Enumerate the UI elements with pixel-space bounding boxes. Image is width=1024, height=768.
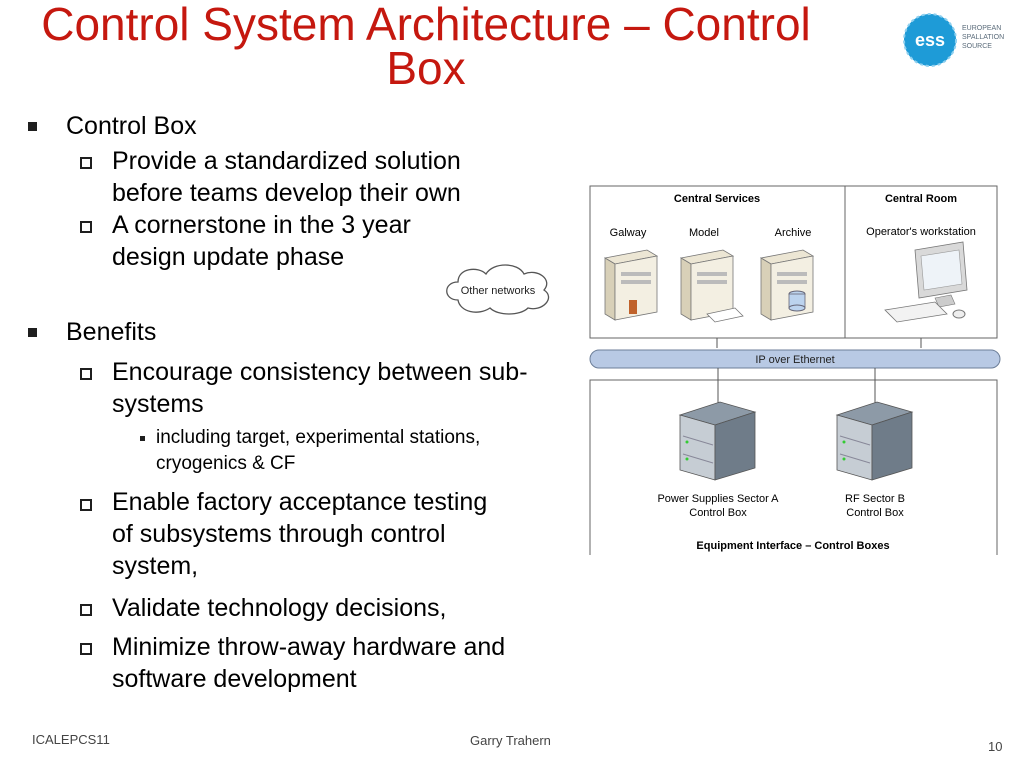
sub-bullet-cornerstone: A cornerstone in the 3 year design updat… <box>112 211 411 271</box>
subsub-bullet-including: including target, experimental stations,… <box>156 427 481 474</box>
server-label-model: Model <box>689 227 719 239</box>
bus-label: IP over Ethernet <box>755 354 834 366</box>
page-number: 10 <box>988 739 1003 754</box>
bullet-square <box>28 122 37 131</box>
sub-bullet-square <box>80 499 92 511</box>
ess-logo: ess <box>903 13 957 67</box>
bullet-control-box: Control Box <box>66 112 197 140</box>
sub-bullet-square <box>80 157 92 169</box>
power-supplies-control-box-icon <box>678 401 757 481</box>
server-label-archive: Archive <box>775 227 812 239</box>
cloud-label: Other networks <box>461 285 536 297</box>
sub-bullet-square <box>80 368 92 380</box>
cloud-other-networks: Other networks <box>446 264 550 315</box>
slide-title: Control System Architecture – Control Bo… <box>41 0 811 94</box>
sub-bullet-square <box>80 221 92 233</box>
central-room-label: Central Room <box>885 193 957 205</box>
logo-text: EUROPEAN SPALLATION SOURCE <box>962 25 1005 50</box>
sub-bullet-minimize: Minimize throw-away hardware and softwar… <box>112 633 506 693</box>
sub-bullet-square <box>80 604 92 616</box>
server-model-icon <box>679 249 744 323</box>
footer-author: Garry Trahern <box>470 733 551 748</box>
sub-bullet-consistency: Encourage consistency between sub-system… <box>112 358 528 418</box>
sub-bullet-square <box>80 643 92 655</box>
sub-bullet-standardized: Provide a standardized solution before t… <box>112 147 461 207</box>
subsub-bullet-square <box>140 436 145 441</box>
sub-bullet-factory-acceptance: Enable factory acceptance testing of sub… <box>112 488 488 580</box>
workstation-label: Operator's workstation <box>866 226 976 238</box>
footer-conference: ICALEPCS11 <box>32 732 110 747</box>
server-label-galway: Galway <box>610 227 647 239</box>
central-services-label: Central Services <box>674 193 760 205</box>
sub-bullet-validate: Validate technology decisions, <box>112 594 447 622</box>
equipment-interface-label: Equipment Interface – Control Boxes <box>696 540 889 552</box>
bullet-benefits: Benefits <box>66 318 157 346</box>
server-archive-icon <box>759 249 815 321</box>
architecture-diagram: Central Services Central Room Galway Mod… <box>589 185 1001 555</box>
server-galway-icon <box>603 249 659 321</box>
rf-control-box-icon <box>835 401 914 481</box>
workstation-icon <box>884 241 968 323</box>
bullet-square <box>28 328 37 337</box>
logo-mark: ess <box>915 30 945 50</box>
